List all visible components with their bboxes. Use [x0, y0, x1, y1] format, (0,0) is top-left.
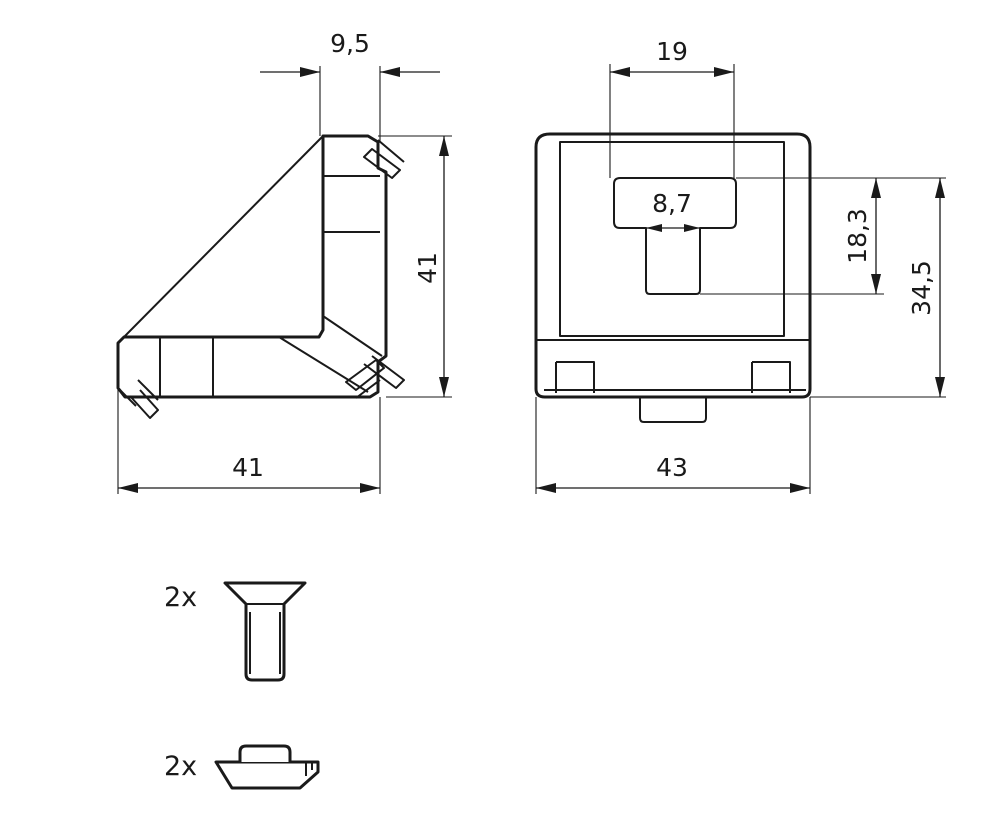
nut-quantity: 2x — [164, 751, 197, 782]
dim-side-height-label: 41 — [413, 252, 442, 284]
dim-front-tongue-width-label: 8,7 — [652, 189, 692, 218]
front-view-outline — [534, 132, 812, 399]
front-view — [534, 132, 812, 423]
dim-side-width: 41 — [117, 343, 381, 494]
dim-top-slot: 9,5 — [260, 29, 440, 142]
dim-front-width-label: 43 — [656, 453, 688, 482]
screw-quantity: 2x — [164, 582, 197, 613]
side-view-outline — [116, 134, 388, 399]
dim-front-tongue-width: 8,7 — [646, 189, 700, 232]
dim-side-width-label: 41 — [232, 453, 264, 482]
parts-list-item-nut: 2x — [164, 744, 320, 790]
dim-front-slot-label: 19 — [656, 37, 688, 66]
dim-front-width: 43 — [535, 397, 811, 494]
parts-list-item-screw: 2x — [164, 581, 307, 682]
t-slot-nut-icon — [214, 744, 320, 790]
dim-top-slot-label: 9,5 — [330, 29, 370, 58]
side-view — [116, 134, 405, 419]
dim-front-height-label: 34,5 — [907, 260, 936, 316]
dim-front-tongue-height-label: 18,3 — [843, 208, 872, 264]
dim-front-tongue-height: 18,3 — [700, 177, 884, 295]
dim-side-height: 41 — [378, 135, 452, 398]
dim-front-slot: 19 — [609, 37, 735, 178]
dim-front-height: 34,5 — [810, 177, 946, 398]
countersunk-screw-icon — [223, 581, 307, 682]
